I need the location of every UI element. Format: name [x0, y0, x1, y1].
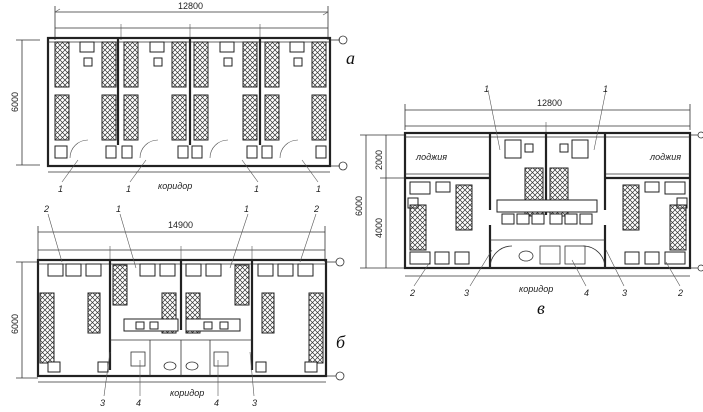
plan-v-corridor-label: коридор [519, 284, 553, 294]
plan-v-loggia-right: лоджия [649, 152, 681, 162]
plan-a-corridor-label: коридор [158, 181, 192, 191]
plan-a-height-dim: 6000 [10, 92, 20, 112]
plan-b-letter: б [336, 332, 346, 352]
plan-v-width-dim: 12800 [537, 98, 562, 108]
plan-a-letter: а [346, 48, 355, 68]
plan-b-callout-bottom-4: 3 [252, 398, 257, 408]
plan-a-callout-1: 1 [58, 184, 63, 194]
plan-v-loggia-left: лоджия [415, 152, 447, 162]
plan-v-callout-top-2: 1 [603, 84, 608, 94]
plan-a-width-dim: 12800 [178, 1, 203, 11]
plan-b-corridor-label: коридор [170, 388, 204, 398]
plan-b: 14900 6000 [10, 204, 346, 408]
plan-b-width-dim: 14900 [168, 220, 193, 230]
plan-a-callout-4: 1 [316, 184, 321, 194]
plan-b-callout-top-3: 1 [244, 204, 249, 214]
plan-v-callout-bottom-1: 2 [409, 288, 415, 298]
plan-v-callout-bottom-2: 3 [464, 288, 469, 298]
plan-v-height-dim-upper: 2000 [374, 150, 384, 170]
plan-v: 12800 6000 2000 4000 [354, 84, 703, 318]
plan-a-callout-3: 1 [254, 184, 259, 194]
plan-b-callout-top-4: 2 [313, 204, 319, 214]
plan-b-callout-top-1: 2 [43, 204, 49, 214]
plan-v-height-dim-lower: 4000 [374, 218, 384, 238]
plan-v-callout-bottom-3: 4 [584, 288, 589, 298]
plan-v-callout-bottom-4: 3 [622, 288, 627, 298]
plan-b-height-dim: 6000 [10, 314, 20, 334]
plan-v-letter: в [537, 298, 545, 318]
plan-a: 12800 6000 [10, 1, 355, 194]
plan-b-callout-top-2: 1 [116, 204, 121, 214]
plan-b-callout-bottom-1: 3 [100, 398, 105, 408]
plan-b-callout-bottom-3: 4 [214, 398, 219, 408]
plan-b-callout-bottom-2: 4 [136, 398, 141, 408]
plan-v-height-dim: 6000 [354, 196, 364, 216]
plan-v-callout-bottom-5: 2 [677, 288, 683, 298]
plan-v-callout-top-1: 1 [484, 84, 489, 94]
plan-a-callout-2: 1 [126, 184, 131, 194]
